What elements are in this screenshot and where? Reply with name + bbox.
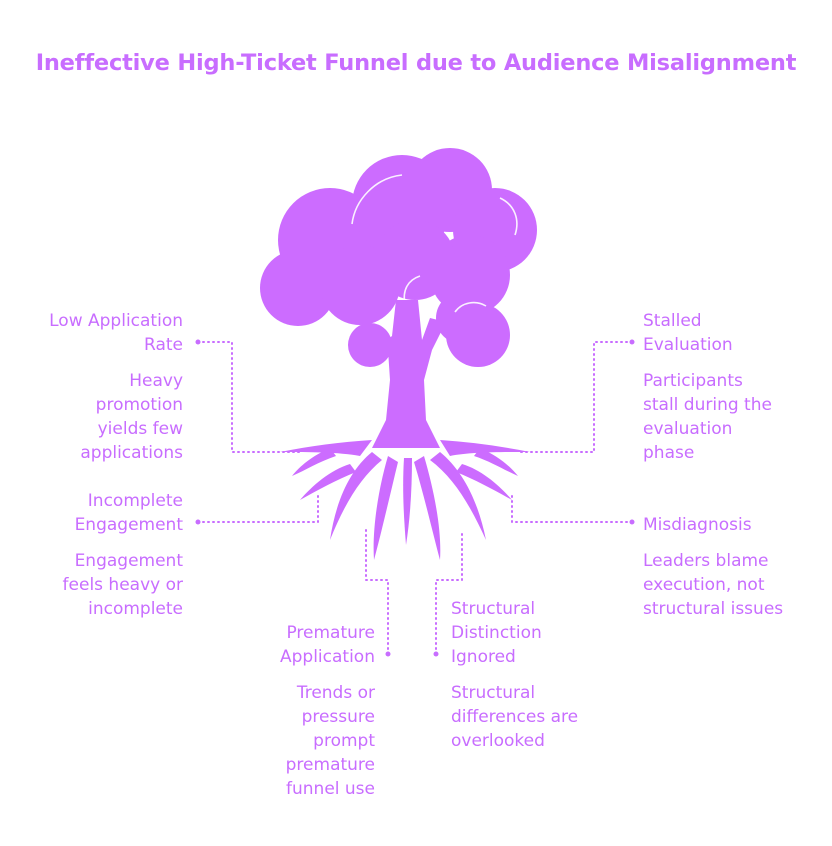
node-heading-stalled-evaluation: Stalled Evaluation — [643, 311, 733, 355]
connector-incomplete-engagement — [197, 491, 319, 523]
node-heading-structural-distinction-ignored: Structural Distinction Ignored — [451, 599, 542, 667]
connector-stalled-evaluation — [519, 341, 633, 453]
node-description-premature-application: Trends or pressure prompt premature funn… — [285, 683, 375, 799]
connector-dot-incomplete-engagement — [195, 519, 201, 525]
node-heading-premature-application: Premature Application — [280, 623, 375, 667]
node-heading-incomplete-engagement: Incomplete Engagement — [74, 491, 183, 535]
node-description-structural-distinction-ignored: Structural differences are overlooked — [451, 683, 579, 751]
connector-misdiagnosis — [511, 491, 633, 523]
tree-trunk — [372, 300, 446, 448]
connector-dot-low-application-rate — [195, 339, 201, 345]
node-description-stalled-evaluation: Participants stall during the evaluation… — [643, 371, 772, 463]
connector-dot-stalled-evaluation — [629, 339, 635, 345]
connector-structural-distinction-ignored — [435, 529, 463, 655]
node-description-incomplete-engagement: Engagement feels heavy or incomplete — [62, 551, 183, 619]
connector-low-application-rate — [197, 341, 301, 453]
connectors — [197, 341, 633, 655]
tree-icon — [260, 148, 537, 560]
connector-premature-application — [365, 529, 389, 655]
connector-dot-structural-distinction-ignored — [433, 651, 439, 657]
node-description-misdiagnosis: Leaders blame execution, not structural … — [643, 551, 784, 619]
diagram-title: Ineffective High-Ticket Funnel due to Au… — [35, 50, 797, 76]
connector-dot-misdiagnosis — [629, 519, 635, 525]
tree-roots — [280, 440, 530, 560]
connector-dot-premature-application — [385, 651, 391, 657]
node-heading-low-application-rate: Low Application Rate — [49, 311, 183, 355]
node-description-low-application-rate: Heavy promotion yields few applications — [80, 371, 183, 463]
node-heading-misdiagnosis: Misdiagnosis — [643, 515, 752, 535]
tree-canopy — [260, 148, 537, 367]
